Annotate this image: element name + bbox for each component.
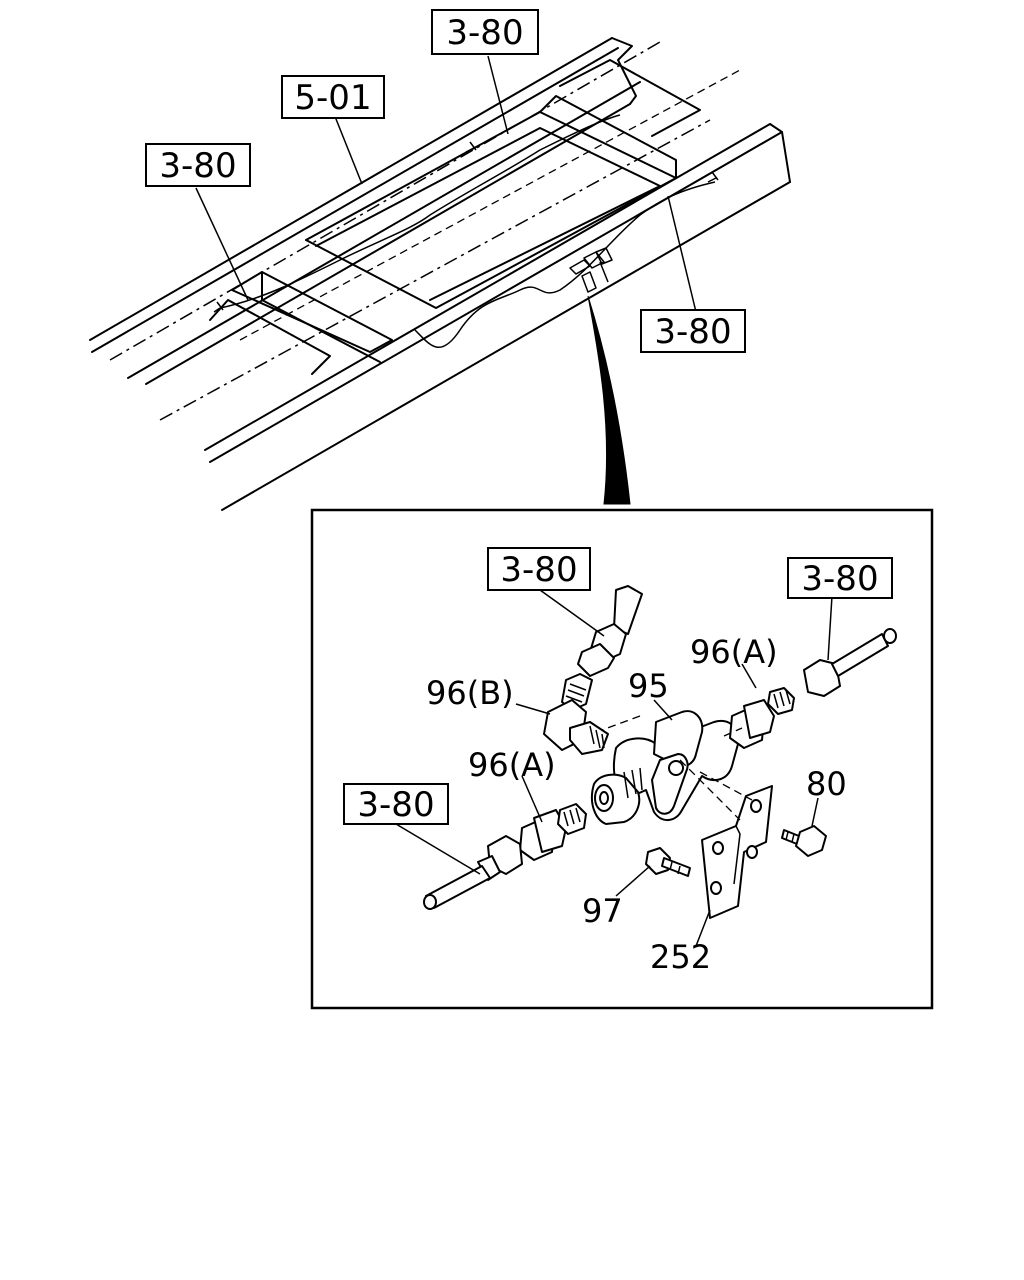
ref-box-frame-top: 3-80 (431, 9, 539, 55)
bracket-252 (701, 785, 773, 919)
label-80: 80 (806, 765, 847, 803)
ref-text: 3-80 (654, 312, 731, 352)
ref-text: 5-01 (294, 78, 371, 118)
left-brake-pipe (423, 835, 523, 910)
elbow-union-96b (543, 673, 609, 755)
ref-box-detail-right: 3-80 (787, 557, 893, 599)
ref-box-detail-left: 3-80 (343, 783, 449, 825)
label-96a-lower: 96(A) (468, 746, 556, 784)
ref-text: 3-80 (500, 550, 577, 590)
ref-text: 3-80 (801, 559, 878, 599)
ref-box-frame-right: 3-80 (640, 309, 746, 353)
ref-box-frame-left: 3-80 (145, 143, 251, 187)
union-96a-lower (519, 803, 587, 861)
chassis-frame (89, 37, 791, 511)
union-96a-upper (729, 687, 795, 749)
ref-text: 3-80 (159, 146, 236, 186)
bolt-97 (645, 847, 691, 877)
label-252: 252 (650, 938, 711, 976)
detail-view-frame (310, 508, 934, 1010)
right-brake-pipe (803, 628, 897, 697)
tee-body-95 (590, 710, 740, 825)
frame-tee-fitting (569, 247, 613, 293)
label-97: 97 (582, 892, 623, 930)
label-96a-upper: 96(A) (690, 633, 778, 671)
detail-pointer (587, 295, 631, 505)
label-95: 95 (628, 667, 669, 705)
detail-parts (395, 585, 897, 947)
ref-text: 3-80 (446, 13, 523, 53)
upper-brake-pipe (577, 585, 643, 677)
ref-box-detail-upper: 3-80 (487, 547, 591, 591)
bolt-80 (781, 825, 827, 857)
label-96b: 96(B) (426, 674, 514, 712)
ref-text: 3-80 (357, 785, 434, 825)
ref-box-frame-mid: 5-01 (281, 75, 385, 119)
